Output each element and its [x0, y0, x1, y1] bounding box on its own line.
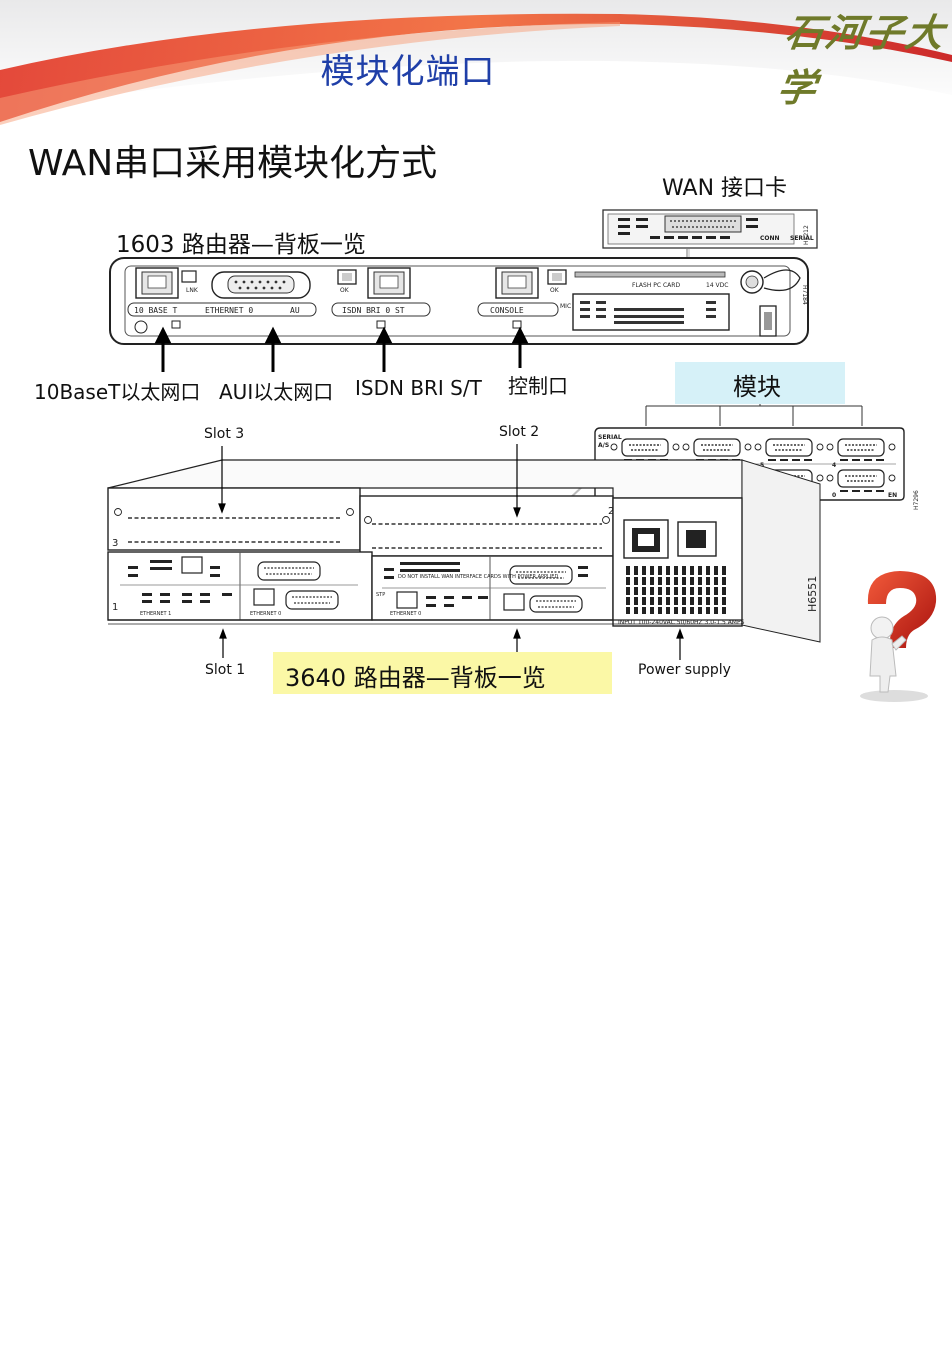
aui-db15-port	[211, 271, 311, 299]
module-label-box	[675, 362, 845, 404]
wan-interface-card: CONN SERIAL H7212	[602, 209, 818, 283]
question-mark-figure	[860, 571, 937, 702]
slot1-label: Slot 1	[205, 662, 246, 678]
module-label: 模块	[733, 373, 781, 401]
section-heading: WAN串口采用模块化方式	[28, 143, 438, 184]
wan-card-id: H7212	[803, 225, 810, 245]
label-vdc: 14 VDC	[706, 282, 728, 289]
bay-number-1: 1	[112, 602, 118, 613]
bay-number-2: 2	[608, 506, 614, 517]
ethernet-rj45-port	[135, 267, 197, 299]
label-ethernet0: ETHERNET 0	[205, 306, 253, 315]
mic-slot	[572, 293, 730, 331]
router-diagram: CONN SERIAL H7212	[107, 209, 920, 694]
label-eth0a: ETHERNET 0	[250, 611, 281, 617]
slot2-label: Slot 2	[499, 424, 540, 440]
slide-title: 模块化端口	[320, 52, 496, 92]
label-au: AU	[290, 306, 300, 315]
router-1603-panel: 10 BASE T ETHERNET 0 AU ISDN BRI 0 ST CO…	[109, 257, 809, 345]
console-port	[495, 267, 567, 299]
label-ok-console: OK	[550, 287, 560, 294]
router-1603-caption: 1603 路由器—背板一览	[116, 232, 366, 258]
slot3-label: Slot 3	[204, 426, 245, 442]
router-3640-caption: 3640 路由器—背板一览	[285, 664, 546, 692]
callout-aui: AUI以太网口	[219, 380, 334, 404]
chassis-id: H6551	[806, 576, 819, 612]
wan-card-label: WAN 接口卡	[662, 176, 788, 201]
module-as-text: A/S	[598, 442, 609, 449]
callout-console: 控制口	[508, 374, 568, 398]
header-band	[0, 0, 952, 125]
bay-number-3: 3	[112, 538, 118, 549]
port-num-0: 0	[832, 492, 836, 499]
module-en-text: EN	[888, 492, 897, 499]
label-flash: FLASH PC CARD	[632, 282, 680, 289]
label-note: DO NOT INSTALL WAN INTERFACE CARDS WITH …	[398, 574, 558, 580]
wan-card-serial-text: SERIAL	[790, 235, 814, 242]
slot-arrows	[218, 444, 684, 660]
label-eth0b: ETHERNET 0	[390, 611, 421, 617]
label-isdn: ISDN BRI 0 ST	[342, 306, 405, 315]
power-input-text: INPUT 100-240VAC 50/60HZ 3.0-1.5 AMPS	[618, 619, 745, 626]
port-num-5: 5	[760, 462, 764, 469]
label-eth1: ETHERNET 1	[140, 611, 171, 617]
power-supply-label: Power supply	[638, 662, 731, 678]
power-supply-unit	[612, 497, 743, 627]
callout-arrows-1603	[154, 326, 529, 372]
label-lnk: LNK	[186, 287, 199, 294]
isdn-bri-port	[337, 267, 411, 299]
router-3640-chassis: INPUT 100-240VAC 50/60HZ 3.0-1.5 AMPS 3 …	[107, 459, 821, 643]
label-mic: MIC	[560, 303, 571, 310]
port-num-4: 4	[832, 462, 836, 469]
label-stp: STP	[376, 592, 385, 598]
label-ok-isdn: OK	[340, 287, 350, 294]
caption-3640-highlight	[273, 652, 612, 694]
label-console: CONSOLE	[490, 306, 524, 315]
label-side-id: H7184	[801, 285, 808, 305]
callout-10baset: 10BaseT以太网口	[34, 380, 201, 404]
label-10base: 10 BASE T	[134, 306, 178, 315]
power-connector	[740, 269, 801, 337]
wan-card-conn-text: CONN	[760, 235, 780, 242]
module-serial-text: SERIAL	[598, 434, 622, 441]
module-id: H7296	[913, 490, 920, 510]
callout-isdn: ISDN BRI S/T	[355, 376, 482, 400]
